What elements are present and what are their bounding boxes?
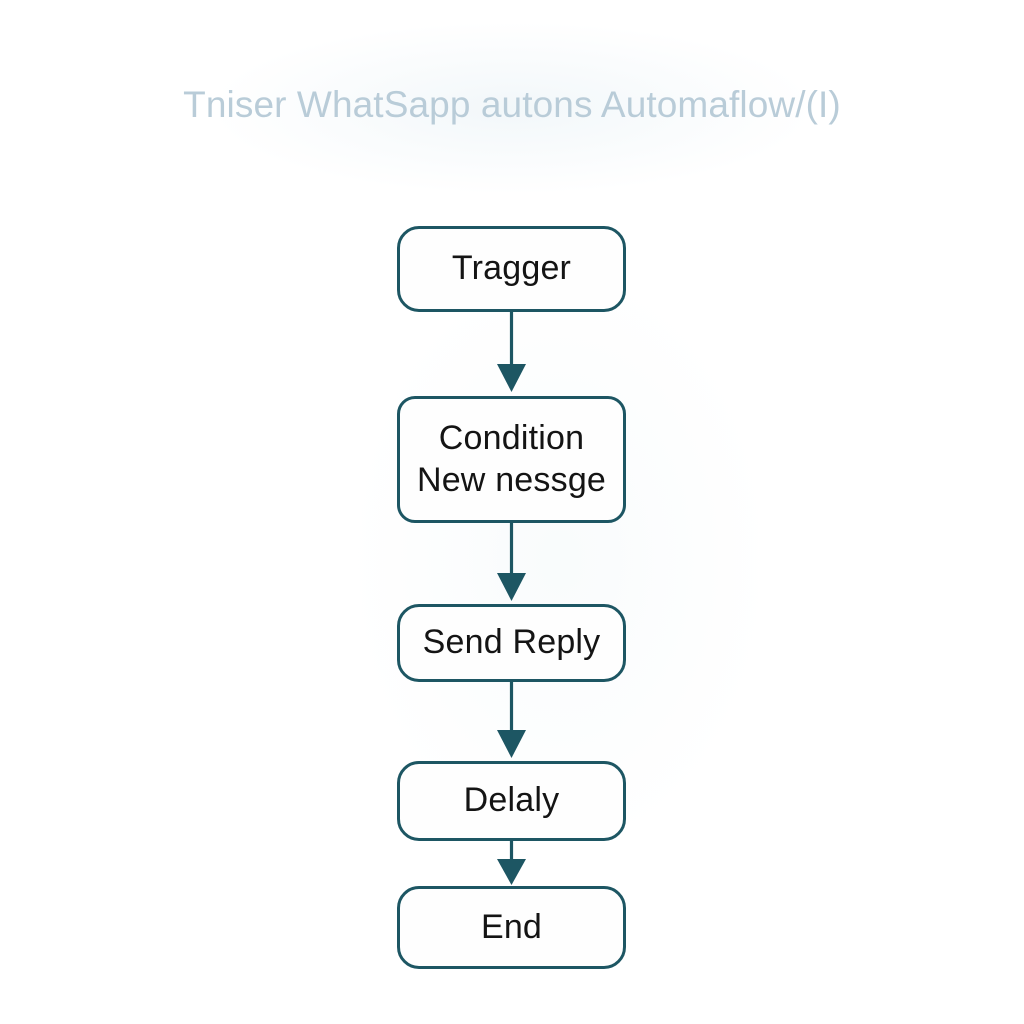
flow-node-send-reply-label: Send Reply xyxy=(422,623,601,662)
flow-node-delay-label: Delaly xyxy=(463,781,560,820)
flow-node-end[interactable]: End xyxy=(397,886,626,969)
connector-delay-to-end xyxy=(397,841,626,886)
page-title: Tniser WhatSapp autons Automaflow/(I) xyxy=(183,84,841,125)
flow-node-trigger-label: Tragger xyxy=(451,249,572,288)
flow-node-delay[interactable]: Delaly xyxy=(397,761,626,841)
flow-node-condition-label-line1: Condition xyxy=(438,419,585,458)
connector-trigger-to-condition xyxy=(397,312,626,396)
connector-send-reply-to-delay xyxy=(397,682,626,761)
connector-condition-to-send-reply xyxy=(397,523,626,604)
flow-node-condition-label-line2: New nessge xyxy=(416,460,607,499)
flow-node-trigger[interactable]: Tragger xyxy=(397,226,626,312)
flow-node-condition[interactable]: Condition New nessge xyxy=(397,396,626,523)
flow-node-send-reply[interactable]: Send Reply xyxy=(397,604,626,682)
flow-node-end-label: End xyxy=(480,907,543,946)
